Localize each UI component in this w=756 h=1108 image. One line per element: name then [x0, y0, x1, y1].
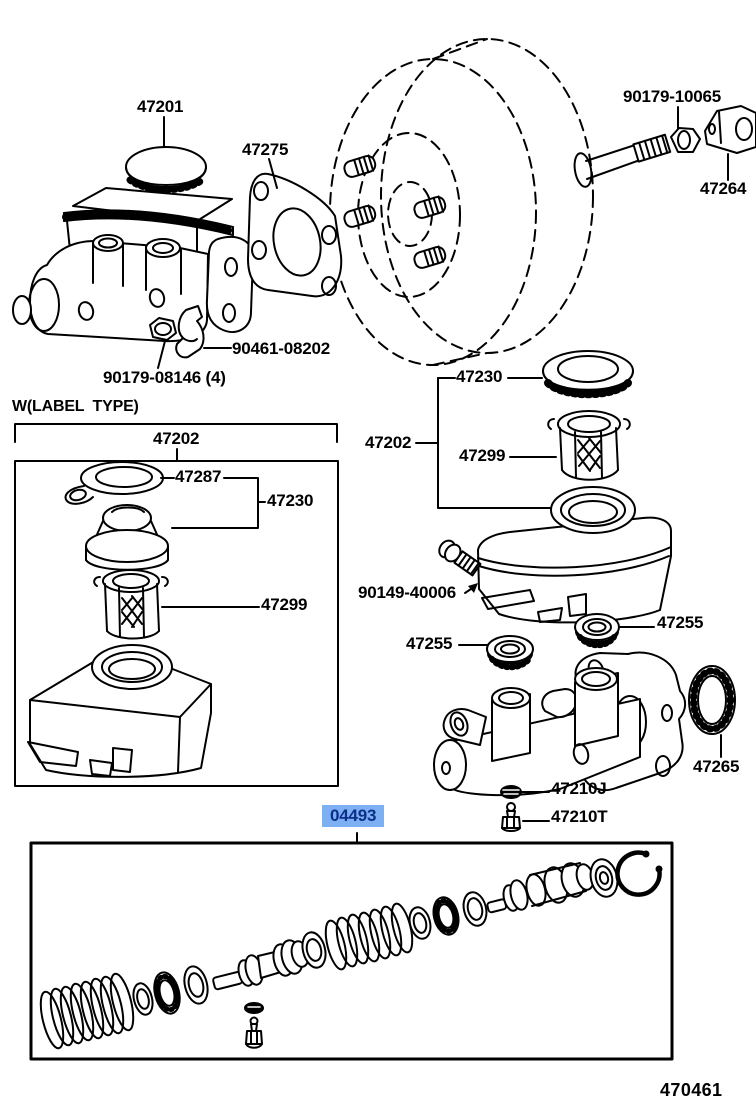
reservoir-bolt-drawing [438, 539, 482, 577]
master-cylinder-assembly-drawing [12, 146, 254, 343]
pushrod-nut-drawing [670, 127, 701, 153]
part-label-47299[interactable]: 47299 [459, 446, 506, 465]
repair-kit-spring-front-drawing [39, 972, 135, 1050]
part-label-47210J[interactable]: 47210J [551, 779, 607, 798]
reservoir-strainer-drawing [547, 410, 631, 481]
pushrod-clevis-drawing [704, 105, 756, 154]
leader-lines [157, 106, 729, 844]
label-type-reservoir-drawing [27, 644, 212, 778]
repair-kit-primary-piston-drawing [212, 939, 310, 991]
booster-pushrod-drawing [573, 133, 672, 188]
part-label-47202[interactable]: 47202 [365, 433, 412, 452]
part-label-47210T[interactable]: 47210T [551, 807, 608, 826]
repair-kit-washers-rear-drawing [408, 891, 488, 940]
part-label-90179-08146[interactable]: 90179-08146 (4) [103, 368, 226, 387]
label-type-bracket [14, 423, 338, 462]
gasket-j-drawing [500, 785, 522, 799]
part-label-47201[interactable]: 47201 [137, 97, 184, 116]
part-label-47265[interactable]: 47265 [693, 757, 740, 776]
part-label-04493-selected[interactable]: 04493 [322, 805, 385, 827]
label-type-inner-cap-drawing [85, 504, 169, 571]
repair-kit-check-valve-drawing [244, 1002, 264, 1049]
bleeder-plug-drawing [501, 802, 521, 832]
seal-ring-drawing [688, 665, 736, 735]
repair-kit-box [29, 841, 674, 1061]
cylinder-body-drawing [433, 667, 641, 797]
repair-kit-secondary-piston-drawing [486, 862, 595, 914]
reservoir-cap-drawing [542, 350, 634, 399]
part-label-47255-front[interactable]: 47255 [406, 634, 453, 653]
figure-code: 470461 [660, 1080, 723, 1100]
label-type-cap-drawing [64, 461, 164, 505]
mounting-nut-drawing [149, 317, 177, 341]
reservoir-drawing [477, 486, 672, 624]
part-label-90149-40006[interactable]: 90149-40006 [358, 583, 457, 602]
part-label-90179-10065[interactable]: 90179-10065 [623, 87, 722, 106]
part-label-47202-label-type[interactable]: 47202 [153, 429, 200, 448]
part-label-90461-08202[interactable]: 90461-08202 [232, 339, 331, 358]
cylinder-gasket-drawing [247, 172, 343, 298]
part-label-47264[interactable]: 47264 [700, 179, 747, 198]
part-label-47287[interactable]: 47287 [175, 467, 222, 486]
grommet-rear-drawing [574, 613, 620, 649]
part-label-47299-label-type[interactable]: 47299 [261, 595, 308, 614]
part-label-47275[interactable]: 47275 [242, 140, 289, 159]
part-label-47230[interactable]: 47230 [456, 367, 503, 386]
label-type-strainer-drawing [93, 569, 169, 640]
repair-kit-washer-mid-drawing [301, 931, 327, 969]
brake-booster-drawing [329, 38, 594, 366]
part-label-47255-rear[interactable]: 47255 [657, 613, 704, 632]
variant-heading: W(LABEL TYPE) [12, 398, 139, 415]
repair-kit-spring-rear-drawing [324, 902, 414, 971]
repair-kit-washers-front-drawing [132, 965, 209, 1016]
part-label-47230-label-type[interactable]: 47230 [267, 491, 314, 510]
booster-studs-drawing [343, 154, 447, 269]
repair-kit-snap-ring-drawing [615, 850, 663, 897]
reservoir-clamp-drawing [175, 305, 205, 359]
grommet-front-drawing [486, 635, 534, 671]
